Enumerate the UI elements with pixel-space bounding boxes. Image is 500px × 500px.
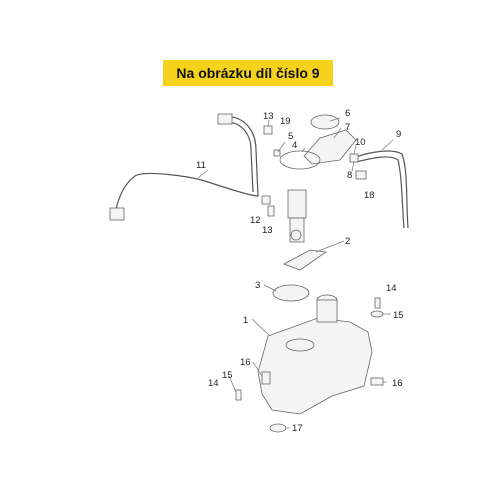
callout-18: 18 [364, 190, 375, 201]
part-1-fuel-tank [257, 317, 373, 415]
highlight-banner: Na obrázku díl číslo 9 [163, 60, 333, 86]
callout-3: 3 [255, 280, 260, 291]
callout-1: 1 [243, 315, 248, 326]
part-12 [261, 195, 271, 205]
callout-17: 17 [292, 423, 303, 434]
part-18 [355, 170, 367, 180]
fuel-pump-body [287, 189, 307, 219]
part-14-bolt-left [235, 389, 242, 401]
callout-5: 5 [288, 131, 293, 142]
callout-8: 8 [347, 170, 352, 181]
callout-10: 10 [355, 137, 366, 148]
callout-13: 13 [263, 111, 274, 122]
callout-9: 9 [396, 129, 401, 140]
part-11-fuel-hose [114, 116, 259, 215]
callout-6: 6 [345, 108, 350, 119]
callout-16b: 16 [392, 378, 403, 389]
part-9-vent-hose [355, 150, 409, 229]
part-15-washer [370, 310, 384, 318]
part-16-clip [370, 377, 384, 386]
callout-19: 19 [280, 116, 291, 127]
part-13-mid [267, 205, 275, 217]
callout-4: 4 [292, 140, 297, 151]
callout-11: 11 [196, 160, 206, 171]
part-6-cap [310, 114, 340, 130]
part-7-cover [303, 129, 357, 165]
callout-15: 15 [393, 310, 404, 321]
callout-13b: 13 [262, 225, 273, 236]
callout-15b: 15 [222, 370, 233, 381]
part-17-grommet [269, 423, 287, 433]
part-19 [273, 149, 281, 157]
callout-2: 2 [345, 236, 350, 247]
callout-16: 16 [240, 357, 251, 368]
callout-14: 14 [386, 283, 397, 294]
callout-7: 7 [345, 122, 350, 133]
part-14-bolt [374, 297, 381, 309]
part-2-filter [283, 249, 328, 271]
callout-12: 12 [250, 215, 261, 226]
part-4-ring [279, 150, 321, 170]
hose-clip-top [217, 113, 233, 125]
part-3-gasket [272, 284, 310, 302]
part-10 [349, 153, 359, 163]
hose-end-fitting [109, 207, 125, 221]
callout-14b: 14 [208, 378, 219, 389]
part-13-top [263, 125, 273, 135]
